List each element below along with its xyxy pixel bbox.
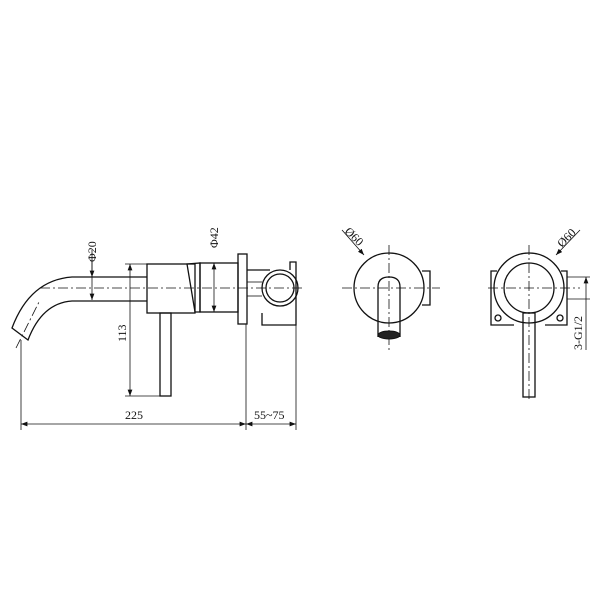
dim-spout-diameter: Φ20 — [85, 241, 99, 262]
dim-wall-depth: 55~75 — [254, 408, 285, 422]
dim-front-plate-diameter: Ø60 — [342, 224, 367, 249]
dim-back-plate-diameter: Ø60 — [554, 226, 579, 251]
dim-thread: 3-G1/2 — [571, 316, 585, 350]
dim-body-diameter: Φ42 — [207, 227, 221, 248]
rear-view: 3-G1/2 Ø60 — [488, 226, 590, 402]
dim-spout-length: 225 — [125, 408, 143, 422]
dim-lever-height: 113 — [115, 324, 129, 342]
side-view: Φ20 Φ42 113 225 55~75 — [11, 227, 305, 430]
front-view: Ø60 — [341, 224, 440, 352]
